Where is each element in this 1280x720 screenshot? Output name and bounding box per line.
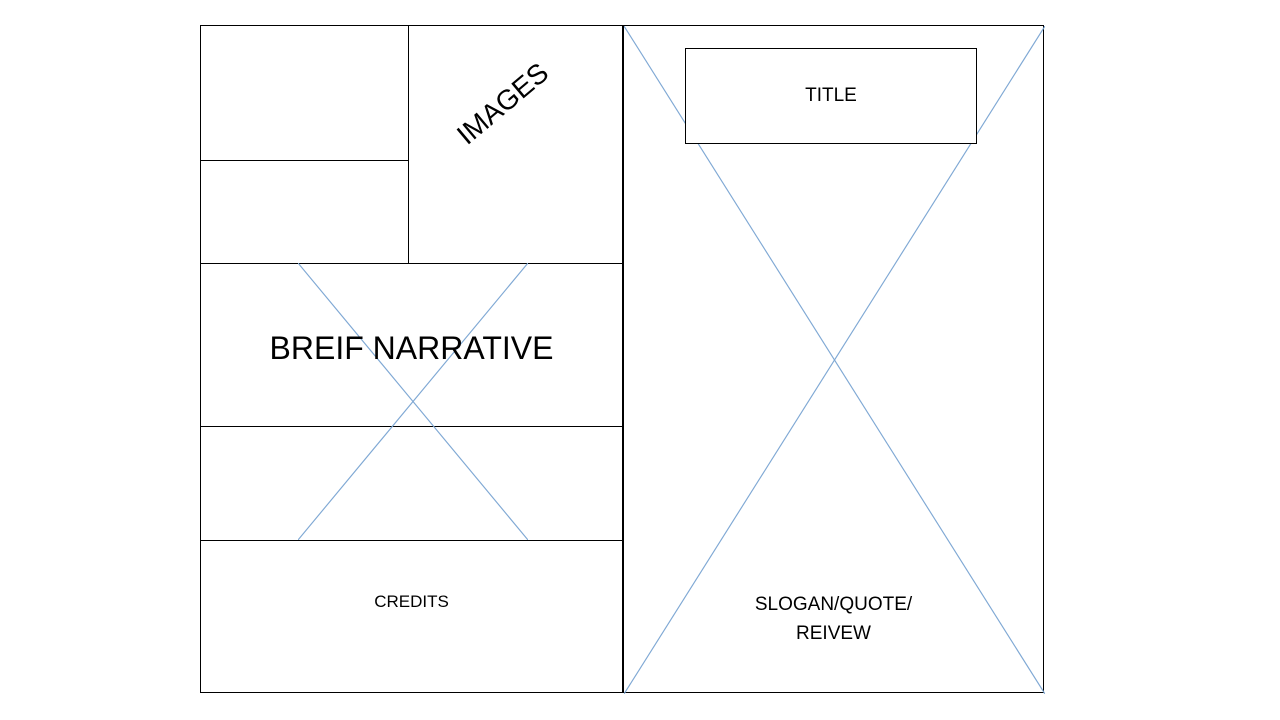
title-box[interactable]: TITLE — [685, 48, 977, 144]
cell-credits[interactable] — [201, 540, 624, 694]
credits-label: CREDITS — [374, 592, 449, 611]
cell-thumbnail-bottom[interactable] — [201, 160, 408, 263]
brief-narrative-label: BREIF NARRATIVE — [269, 330, 554, 366]
left-credits-top-divider — [201, 540, 624, 541]
cell-blank-row[interactable] — [201, 426, 624, 540]
left-thumbnail-column-divider — [408, 26, 409, 263]
left-thumbnail-row-divider — [201, 160, 408, 161]
slogan-quote-review-label: SLOGAN/QUOTE/ REIVEW — [754, 594, 913, 645]
cell-thumbnail-top[interactable] — [201, 26, 408, 160]
title-label: TITLE — [805, 84, 857, 106]
